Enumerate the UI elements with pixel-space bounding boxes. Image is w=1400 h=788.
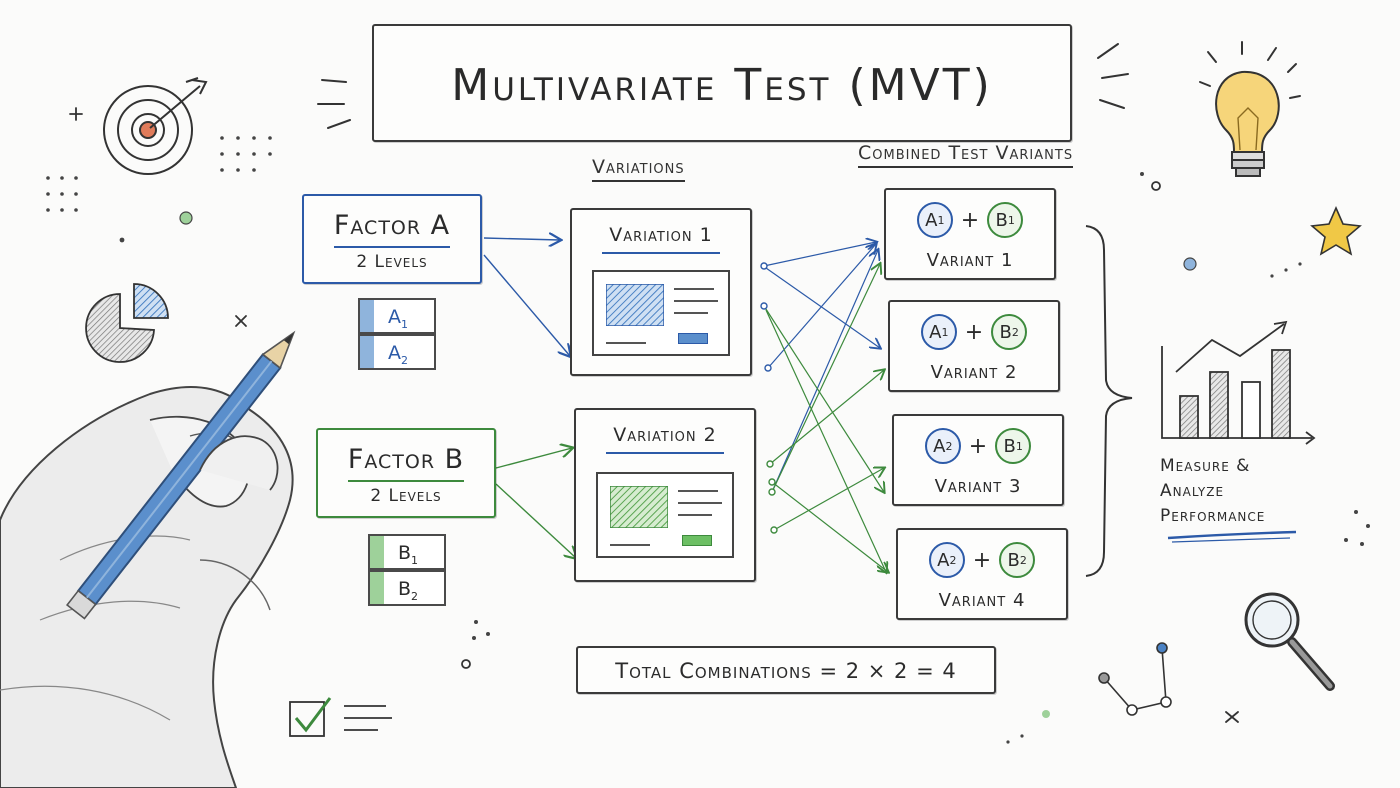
crossing-connectors-blue [763, 242, 880, 493]
variant-3-label: Variant 3 [934, 476, 1022, 497]
level-b1-swatch [370, 536, 384, 568]
variation-1-mockup [592, 270, 730, 356]
plus-sign: + [960, 207, 980, 233]
level-b2: B2 [368, 570, 446, 606]
mock-line [606, 342, 646, 344]
level-a1-swatch [360, 300, 374, 332]
mock-line [678, 514, 712, 516]
measure-line-1: Measure & [1160, 456, 1251, 476]
decorative-dots [46, 136, 1370, 744]
factor-b-levels: 2 Levels [370, 486, 442, 506]
variation-2-box: Variation 2 [574, 408, 756, 582]
variants-brace [1085, 225, 1133, 577]
mock-line [674, 288, 714, 290]
variation-1-underline [602, 252, 720, 254]
decor-dot-blue [1183, 257, 1197, 271]
variation-2-button-placeholder [682, 535, 712, 546]
mock-line [610, 544, 650, 546]
target-icon [103, 77, 208, 175]
factor-b-arrows [495, 448, 576, 558]
page-title: Multivariate Test (MVT) [451, 60, 993, 111]
level-b1-label: B1 [398, 542, 419, 567]
measure-analyze-label: Measure & Analyze Performance [1160, 454, 1300, 529]
pie-chart-icon [85, 283, 169, 363]
variant-1-label: Variant 1 [926, 250, 1014, 271]
plus-sign: + [968, 433, 988, 459]
level-b2-swatch [370, 572, 384, 604]
measure-line-2: Analyze [1160, 481, 1225, 501]
level-b2-label: B2 [398, 578, 419, 603]
factor-b-title: Factor B [347, 444, 465, 475]
connector-dots [760, 262, 778, 534]
factor-a-arrows [483, 238, 570, 356]
decor-dot-green [179, 211, 193, 225]
checkbox-icon [289, 697, 392, 737]
mock-line [674, 300, 718, 302]
total-combinations-text: Total Combinations = 2 × 2 = 4 [615, 659, 957, 683]
variation-1-title: Variation 1 [609, 224, 713, 246]
combined-variants-heading: Combined Test Variants [858, 142, 1074, 168]
factor-a-underline [334, 246, 450, 248]
network-icon [1098, 642, 1172, 716]
mock-line [678, 490, 718, 492]
variation-1-box: Variation 1 [570, 208, 752, 376]
variation-2-mockup [596, 472, 734, 558]
title-box: Multivariate Test (MVT) [372, 24, 1072, 142]
factor-a-levels: 2 Levels [356, 252, 428, 272]
variant-2-label: Variant 2 [930, 362, 1018, 383]
decor-dot-green-2 [1042, 710, 1050, 718]
total-combinations-box: Total Combinations = 2 × 2 = 4 [576, 646, 996, 694]
level-a2-swatch [360, 336, 374, 368]
variation-1-button-placeholder [678, 333, 708, 344]
variations-heading: Variations [592, 156, 685, 182]
mock-line [674, 312, 708, 314]
plus-sign: + [964, 319, 984, 345]
lightbulb-icon [1199, 41, 1301, 177]
mock-line [678, 502, 722, 504]
variation-2-underline [606, 452, 724, 454]
magnifier-icon [1244, 592, 1335, 691]
level-a1-label: A1 [388, 306, 408, 331]
crossing-connectors-green [763, 264, 888, 572]
level-a1: A1 [358, 298, 436, 334]
variation-1-image-placeholder [606, 284, 664, 326]
plus-sign: + [972, 547, 992, 573]
level-a2-label: A2 [388, 342, 408, 367]
factor-a-title: Factor A [333, 210, 451, 241]
variant-4-label: Variant 4 [938, 590, 1026, 611]
bar-chart-icon [1161, 320, 1316, 445]
pencil-hand-illustration [0, 330, 296, 788]
level-b1: B1 [368, 534, 446, 570]
title-accent-strokes [317, 43, 1129, 129]
factor-b-box: Factor B 2 Levels [316, 428, 496, 518]
variation-2-image-placeholder [610, 486, 668, 528]
variation-2-title: Variation 2 [613, 424, 717, 446]
decorative-marks [69, 107, 1239, 723]
measure-line-3: Performance [1160, 506, 1266, 526]
factor-a-box: Factor A 2 Levels [302, 194, 482, 284]
measure-underline [1167, 530, 1297, 540]
star-icon [1310, 206, 1362, 256]
level-a2: A2 [358, 334, 436, 370]
factor-b-underline [348, 480, 464, 482]
